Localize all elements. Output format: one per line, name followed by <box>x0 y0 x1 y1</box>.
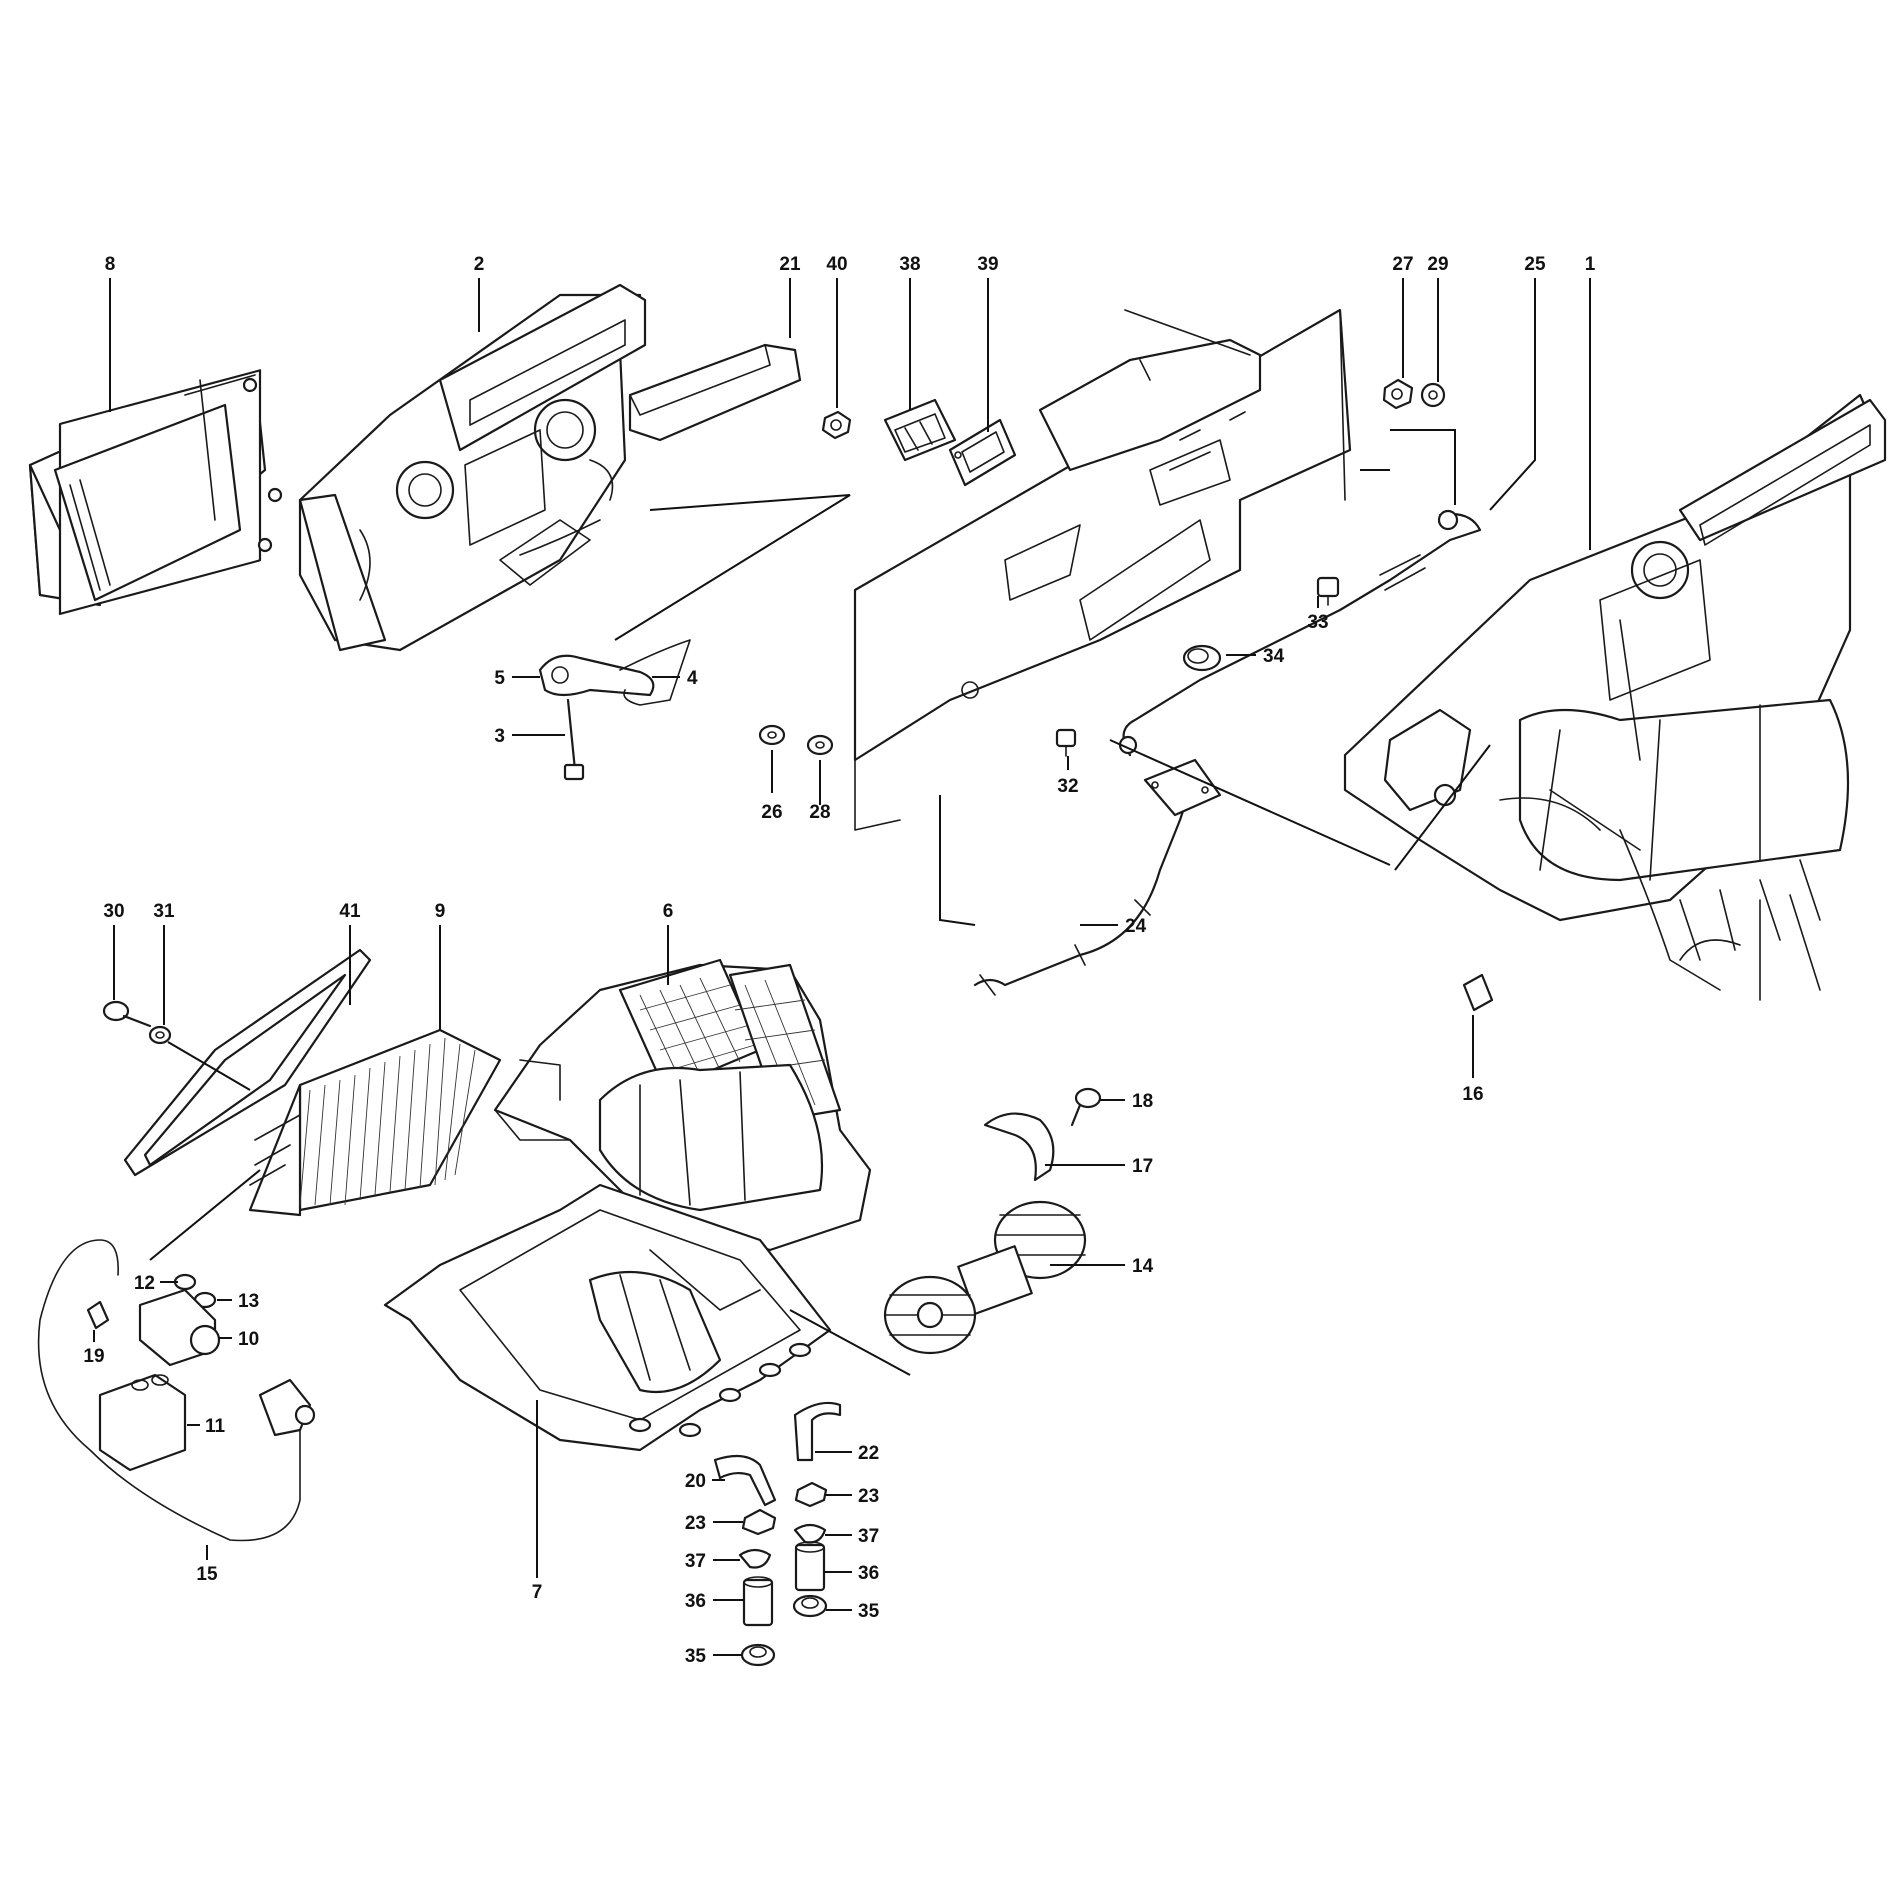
part-29-washer <box>1420 382 1446 408</box>
part-26-washer <box>758 724 786 746</box>
part-35-grommet-upper <box>792 1594 828 1618</box>
callout-leaders <box>93 278 1591 1656</box>
callout-13: 13 <box>238 1291 259 1312</box>
part-36-sleeve-lower <box>742 1576 774 1627</box>
part-24-pipe <box>973 758 1222 996</box>
callout-35-upper: 35 <box>858 1601 880 1622</box>
part-41-gasket-frame <box>123 948 372 1177</box>
part-34-plug <box>1182 644 1222 672</box>
part-27-washer <box>1382 378 1414 410</box>
callout-23-upper: 23 <box>858 1486 879 1507</box>
part-7-blower-housing-lower <box>383 1183 832 1452</box>
part-8-heater-core <box>28 369 283 616</box>
callout-5: 5 <box>494 668 505 689</box>
callout-33: 33 <box>1307 612 1328 633</box>
callout-11: 11 <box>205 1416 226 1437</box>
part-16-clip <box>1462 973 1494 1012</box>
callout-36-upper: 36 <box>858 1563 879 1584</box>
part-23-clip-upper <box>794 1481 828 1508</box>
part-33-screw <box>1316 576 1340 606</box>
callout-15: 15 <box>196 1564 218 1585</box>
part-1-heater-assembly <box>1343 393 1887 1001</box>
part-40-nut <box>821 410 852 440</box>
bulkhead-panel <box>853 308 1352 831</box>
part-30-screw <box>102 1000 152 1028</box>
part-10-expansion-valve <box>138 1288 221 1367</box>
callout-7: 7 <box>532 1582 543 1603</box>
callout-37-upper: 37 <box>858 1526 879 1547</box>
callout-1: 1 <box>1585 254 1596 275</box>
callout-22: 22 <box>858 1443 879 1464</box>
callout-38: 38 <box>899 254 920 275</box>
callout-17: 17 <box>1132 1156 1153 1177</box>
part-20-pipe-elbow <box>713 1454 777 1507</box>
callout-2: 2 <box>474 254 485 275</box>
part-37-clamp-lower <box>738 1548 772 1569</box>
callout-18: 18 <box>1132 1091 1153 1112</box>
part-25-pipe <box>1118 509 1482 757</box>
callout-14: 14 <box>1132 1256 1154 1277</box>
part-37-clamp-upper <box>793 1523 827 1544</box>
part-23-clip-lower <box>741 1508 777 1536</box>
callout-24: 24 <box>1125 916 1147 937</box>
callout-35-lower: 35 <box>685 1646 707 1667</box>
part-9-evaporator <box>248 1028 502 1217</box>
part-15-capillary-sensor <box>37 1239 316 1542</box>
part-11-insulator-block <box>98 1373 187 1472</box>
callout-37-lower: 37 <box>685 1551 706 1572</box>
part-38-resistor-block <box>883 398 957 462</box>
callout-29: 29 <box>1427 254 1448 275</box>
callout-6: 6 <box>663 901 674 922</box>
callout-3: 3 <box>494 726 505 747</box>
callout-labels: 8 2 21 40 38 39 27 29 25 1 5 4 3 33 34 3… <box>83 254 1595 1667</box>
part-2-heater-box <box>298 283 647 652</box>
callout-25: 25 <box>1524 254 1546 275</box>
callout-36-lower: 36 <box>685 1591 706 1612</box>
assembly-guide-lines <box>149 429 1491 1376</box>
part-28-washer <box>806 734 834 756</box>
callout-34: 34 <box>1263 646 1285 667</box>
callout-19: 19 <box>83 1346 104 1367</box>
callout-39: 39 <box>977 254 998 275</box>
callout-30: 30 <box>103 901 124 922</box>
callout-26: 26 <box>761 802 782 823</box>
part-17-bracket <box>983 1112 1055 1182</box>
callout-16: 16 <box>1462 1084 1483 1105</box>
part-5-bracket <box>538 654 655 697</box>
callout-10: 10 <box>238 1329 259 1350</box>
part-39-gasket <box>948 418 1017 487</box>
callout-40: 40 <box>826 254 847 275</box>
callout-12: 12 <box>134 1273 155 1294</box>
callout-20: 20 <box>685 1471 706 1492</box>
part-14-blower-fan-motor <box>883 1200 1087 1355</box>
callout-41: 41 <box>339 901 361 922</box>
callout-31: 31 <box>153 901 175 922</box>
callout-21: 21 <box>779 254 801 275</box>
part-6-blower-housing-upper <box>493 958 872 1252</box>
part-32-screw <box>1055 728 1077 757</box>
part-31-washer <box>148 1025 172 1045</box>
part-3-bolt <box>563 698 585 781</box>
callout-28: 28 <box>809 802 830 823</box>
part-35-grommet-lower <box>740 1643 776 1667</box>
part-4-wire-clip <box>619 639 691 706</box>
part-36-sleeve-upper <box>794 1541 826 1592</box>
callout-32: 32 <box>1057 776 1078 797</box>
callout-27: 27 <box>1392 254 1413 275</box>
part-22-pipe-elbow <box>793 1401 842 1462</box>
callout-9: 9 <box>435 901 446 922</box>
part-21-duct <box>628 343 802 442</box>
callout-8: 8 <box>105 254 116 275</box>
part-19-clip <box>86 1300 110 1330</box>
callout-23-lower: 23 <box>685 1513 706 1534</box>
callout-4: 4 <box>687 668 698 689</box>
part-18-screw <box>1070 1087 1102 1127</box>
